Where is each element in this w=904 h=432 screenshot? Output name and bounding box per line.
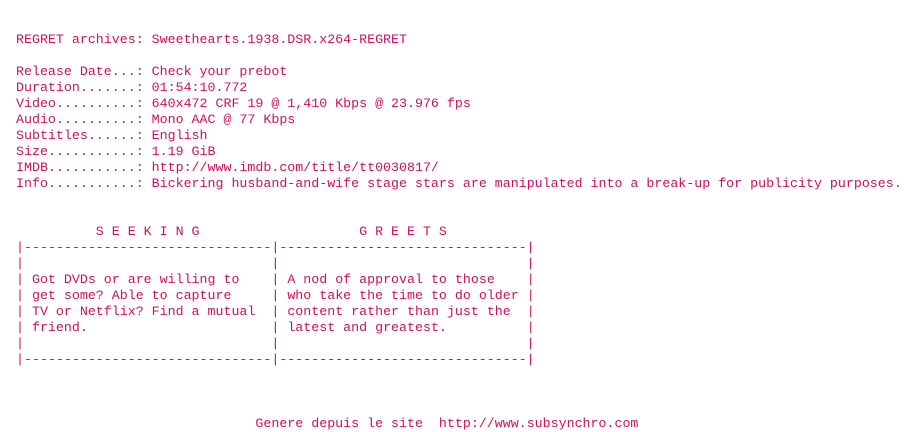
footer-link[interactable]: http://www.subsynchro.com [438,416,639,431]
seeking-title: S E E K I N G [95,224,200,239]
seeking-greets-box: |-------------------------------|-------… [16,240,902,368]
box-border: |-------------------------------|-------… [16,240,902,256]
box-border-text: | [16,272,32,287]
greets-line: content rather than just the [287,304,511,319]
seeking-line: TV or Netflix? Find a mutual [31,304,256,319]
info-row-video: Video..........: 640x472 CRF 19 @ 1,410 … [16,96,902,112]
greets-line: latest and greatest. [287,320,447,335]
seeking-line: get some? Able to capture [31,288,232,303]
info-row-imdb: IMDB...........: http://www.imdb.com/tit… [16,160,902,176]
info-row-subtitles: Subtitles......: English [16,128,902,144]
greets-line: who take the time to do older [287,288,519,303]
info-value: 01:54:10.772 [151,80,248,95]
info-label: Audio..........: [16,112,152,127]
info-row-release-date: Release Date...: Check your prebot [16,64,902,80]
info-row-info: Info...........: Bickering husband-and-w… [16,176,902,192]
info-label: Video..........: [16,96,152,111]
info-label: Release Date...: [16,64,152,79]
info-label: Duration.......: [16,80,152,95]
box-border-text: | [518,288,535,303]
box-border-text: | [231,288,288,303]
info-value: Bickering husband-and-wife stage stars a… [151,176,902,191]
nfo-text: REGRET archives: Sweethearts.1938.DSR.x2… [16,32,902,432]
box-border-text: | | | [16,336,535,351]
box-border-text: | [16,288,32,303]
info-value: 1.19 GiB [151,144,216,159]
footer: Genere depuis le site http://www.subsync… [16,416,902,432]
greets-title: G R E E T S [359,224,447,239]
info-value: English [151,128,208,143]
box-border-text: |-------------------------------|-------… [16,352,535,367]
info-label: Size...........: [16,144,152,159]
box-text-row: | TV or Netflix? Find a mutual | content… [16,304,902,320]
header-label: REGRET archives: [16,32,152,47]
info-value: Mono AAC @ 77 Kbps [151,112,296,127]
box-border-text: | [494,272,535,287]
box-text-row: | get some? Able to capture | who take t… [16,288,902,304]
seeking-line: Got DVDs or are willing to [31,272,240,287]
info-row-size: Size...........: 1.19 GiB [16,144,902,160]
box-border: |-------------------------------|-------… [16,352,902,368]
info-row-audio: Audio..........: Mono AAC @ 77 Kbps [16,112,902,128]
info-label: Subtitles......: [16,128,152,143]
release-header: REGRET archives: Sweethearts.1938.DSR.x2… [16,32,902,48]
greets-line: A nod of approval to those [287,272,495,287]
imdb-link[interactable]: http://www.imdb.com/title/tt0030817/ [151,160,439,175]
box-text-row: | Got DVDs or are willing to | A nod of … [16,272,902,288]
box-border-text: | [446,320,535,335]
info-value: Check your prebot [151,64,288,79]
box-border-text: | [239,272,288,287]
box-border-text: | [16,320,32,335]
info-label: IMDB...........: [16,160,152,175]
info-value: 640x472 CRF 19 @ 1,410 Kbps @ 23.976 fps [151,96,471,111]
box-border-text: | [510,304,535,319]
box-empty-row: | | | [16,256,902,272]
box-border-text: | [255,304,288,319]
info-row-duration: Duration.......: 01:54:10.772 [16,80,902,96]
seeking-line: friend. [31,320,88,335]
footer-text: Genere depuis le site [255,416,439,431]
box-empty-row: | | | [16,336,902,352]
release-name: Sweethearts.1938.DSR.x264-REGRET [151,32,407,47]
box-border-text: | [87,320,288,335]
info-label: Info...........: [16,176,152,191]
box-border-text: |-------------------------------|-------… [16,240,535,255]
box-text-row: | friend. | latest and greatest. | [16,320,902,336]
box-titles: S E E K I N G G R E E T S [16,224,902,240]
box-border-text: | | | [16,256,535,271]
box-border-text: | [16,304,32,319]
